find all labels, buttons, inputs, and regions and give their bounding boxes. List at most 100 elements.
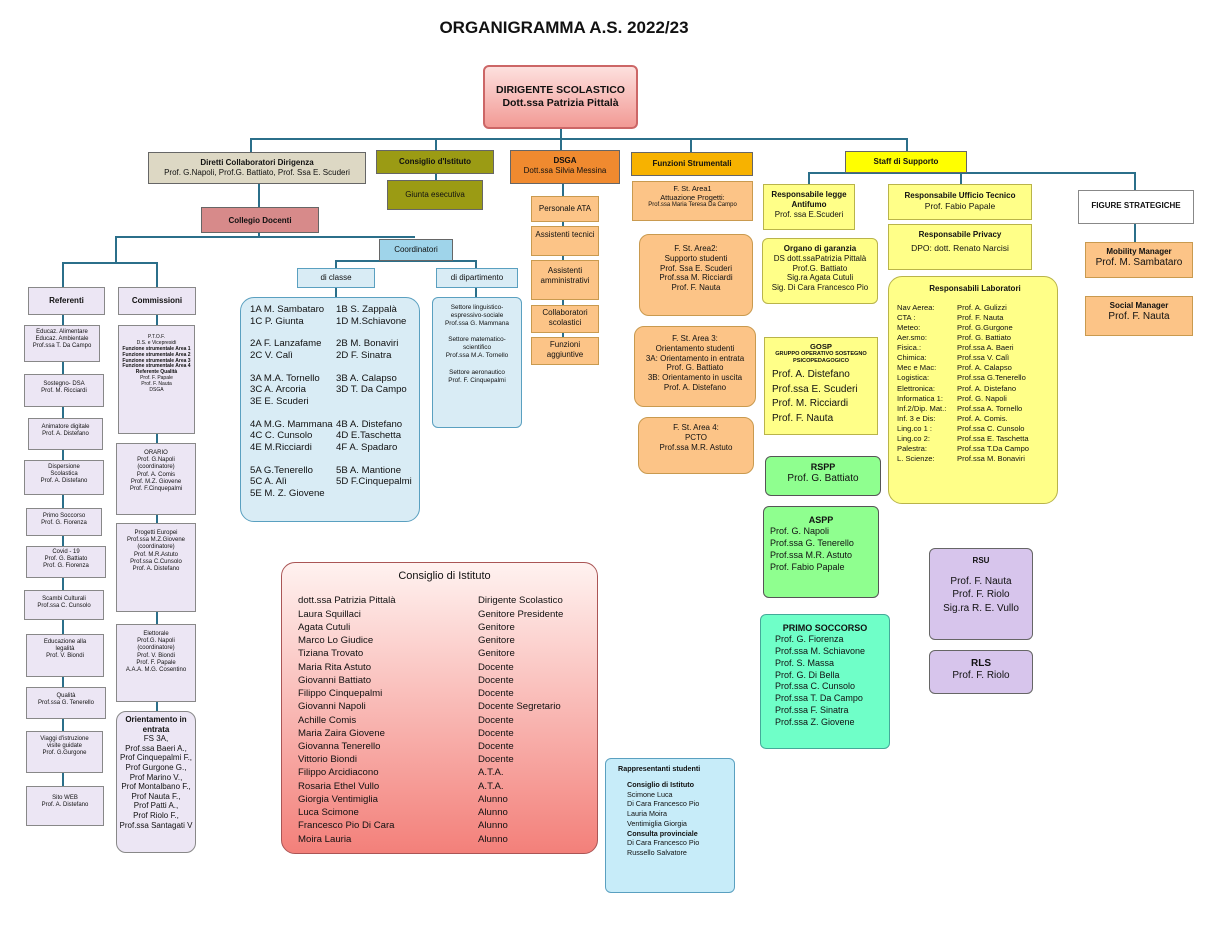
- referente-line: Dispersione: [48, 464, 80, 470]
- consiglio-member-role: Alunno: [478, 820, 508, 832]
- referente-item: Dispersione Scolastica Prof. A. Distefan…: [24, 460, 104, 495]
- classe-coordinatore: [250, 327, 336, 338]
- consiglio-member-role: Docente: [478, 688, 514, 700]
- commissione-line: Prof.ssa Santagati V: [119, 820, 193, 830]
- referente-item: Educazione alla legalità Prof. V. Biondi: [26, 634, 104, 677]
- classe-coordinatore: 5A G.Tenerello: [250, 464, 313, 476]
- connector-line: [906, 138, 908, 152]
- laboratorio-name: Elettronica:: [897, 383, 935, 393]
- dsga-item: Assistenti amministrativi: [531, 260, 599, 300]
- laboratorio-name: Inf. 3 e Dis:: [897, 413, 936, 423]
- commissione-line: Prof. F. Nauta: [141, 381, 172, 388]
- commissione-line: entrata: [142, 724, 170, 734]
- consiglio-member-role: Alunno: [478, 833, 508, 845]
- funzione-line: Prof. G. Battiato: [666, 363, 724, 373]
- primo-soccorso-member: Prof. S. Massa: [775, 657, 835, 668]
- connector-line: [960, 172, 962, 184]
- laboratorio-name: Logistica:: [897, 373, 930, 383]
- laboratorio-responsabile: Prof. A. Gulizzi: [957, 302, 1007, 312]
- consiglio-member-role: Dirigente Scolastico: [478, 595, 563, 607]
- consiglio-member-role: A.T.A.: [478, 767, 504, 779]
- studente-name: Russello Salvatore: [627, 848, 687, 858]
- classe-coordinatore: 4C C. Cunsolo: [250, 430, 313, 442]
- laboratorio-responsabile: Prof.ssa G.Tenerello: [957, 373, 1026, 383]
- referente-line: Prof. V. Biondi: [46, 653, 84, 660]
- primo-soccorso-member: Prof.ssa M. Schiavone: [775, 645, 866, 656]
- garanzia-line: Sig.ra Agata Cutuli: [786, 273, 854, 283]
- collaboratori-names: Prof. G.Napoli, Prof.G. Battiato, Prof. …: [164, 167, 350, 177]
- classe-coordinatore: 3A M.A. Tornello: [250, 372, 320, 384]
- aspp-member: Prof.ssa G. Tenerello: [770, 537, 854, 548]
- connector-line: [156, 312, 158, 722]
- consiglio-member-name: Laura Squillaci: [298, 608, 361, 620]
- gosp-member: Prof.ssa E. Scuderi: [772, 383, 858, 395]
- commissione-line: A.A.A. M.G. Cosentino: [125, 666, 187, 673]
- dsga-name: Dott.ssa Silvia Messina: [523, 165, 607, 175]
- dipartimento-settore: Settore matematico-scientifico: [448, 336, 506, 352]
- referente-line: visite guidate: [46, 743, 83, 750]
- laboratorio-name: Ling.co 2:: [897, 433, 930, 443]
- laboratorio-responsabile: Prof. A. Calapso: [957, 363, 1012, 373]
- classe-coordinatore: 2B M. Bonaviri: [336, 338, 399, 350]
- dirigente-box: DIRIGENTE SCOLASTICO Dott.ssa Patrizia P…: [483, 65, 638, 129]
- consiglio-member-role: Genitore: [478, 635, 515, 647]
- referente-item: Viaggi d'istruzione visite guidate Prof.…: [26, 731, 103, 773]
- connector-line: [335, 288, 337, 298]
- connector-line: [250, 138, 252, 152]
- connector-line: [808, 172, 1136, 174]
- commissione-ptof: P.T.O.F. D.S. e Vicepresidi Funzione str…: [118, 325, 195, 434]
- classe-coordinatore: [250, 453, 336, 464]
- aspp-title: ASPP: [808, 515, 834, 525]
- classe-coordinatore: 5E M. Z. Giovene: [250, 487, 325, 499]
- consiglio-istituto-top: Consiglio d'Istituto: [376, 150, 494, 174]
- classe-coordinatore: 4E M.Ricciardi: [250, 441, 312, 453]
- classe-row: [250, 327, 415, 338]
- gosp-subtitle: GRUPPO OPERATIVO SOSTEGNO PSICOPEDAGOGIC…: [775, 351, 867, 365]
- funzione-line: F. St. Area 4:: [673, 423, 719, 432]
- consiglio-member-name: Maria Rita Astuto: [298, 661, 372, 673]
- primo-soccorso-title: PRIMO SOCCORSO: [782, 623, 868, 633]
- primo-soccorso-member: Prof.ssa Z. Giovene: [775, 717, 855, 728]
- referente-line: Educaz. Ambientale: [35, 336, 89, 343]
- privacy-name: DPO: dott. Renato Narcisi: [911, 242, 1009, 253]
- laboratorio-name: Inf.2/Dip. Mat.:: [897, 403, 947, 413]
- referente-line: Sito WEB: [52, 795, 78, 801]
- commissione-line: Progetti Europei: [134, 530, 178, 536]
- classe-row: 2A F. Lanzafame 2B M. Bonaviri: [250, 338, 415, 350]
- antifumo-line: Prof. ssa E.Scuderi: [774, 209, 844, 219]
- funzione-line: Attuazione Progetti:: [660, 193, 725, 203]
- connector-line: [1134, 172, 1136, 190]
- commissione-line: Prof. F. Papale: [136, 659, 176, 666]
- commissioni-title: Commissioni: [118, 287, 196, 315]
- gosp-member: Prof. A. Distefano: [772, 368, 850, 380]
- rappresentanti-studenti-box: Rappresentanti studenti Consiglio di Ist…: [605, 758, 735, 893]
- primo-soccorso-member: Prof. G. Di Bella: [775, 669, 840, 680]
- commissione-line: Prof Patti A.,: [133, 801, 179, 811]
- laboratorio-responsabile: Prof.ssa A. Tornello: [957, 403, 1023, 413]
- consiglio-members: dott.ssa Patrizia Pittalà Dirigente Scola…: [298, 594, 591, 845]
- commissione-line: Funzione strumentale Area 1: [122, 345, 191, 352]
- dipartimento-docente: Prof.ssa G. Mammana: [445, 319, 509, 327]
- classe-coordinatore: 2A F. Lanzafame: [250, 338, 322, 350]
- laboratorio-name: Fisica.:: [897, 343, 922, 353]
- dsga-item: Assistenti tecnici: [531, 226, 599, 256]
- consiglio-member-name: dott.ssa Patrizia Pittalà: [298, 595, 396, 607]
- referente-line: Prof.ssa C. Cunsolo: [37, 603, 91, 610]
- classe-coordinatore: 2D F. Sinatra: [336, 349, 392, 361]
- laboratorio-responsabile: Prof.ssa V. Calì: [957, 353, 1010, 363]
- classe-row: [250, 361, 415, 372]
- referente-line: Scolastica: [50, 471, 78, 478]
- commissione-line: Prof. A. Comis: [136, 471, 176, 478]
- connector-line: [808, 172, 810, 184]
- commissione-line: Prof Marino V.,: [129, 772, 183, 782]
- di-classe-label: di classe: [297, 268, 375, 288]
- commissione-line: Referente Qualità: [135, 369, 178, 376]
- laboratorio-responsabile: Prof.ssa A. Baeri: [957, 343, 1014, 353]
